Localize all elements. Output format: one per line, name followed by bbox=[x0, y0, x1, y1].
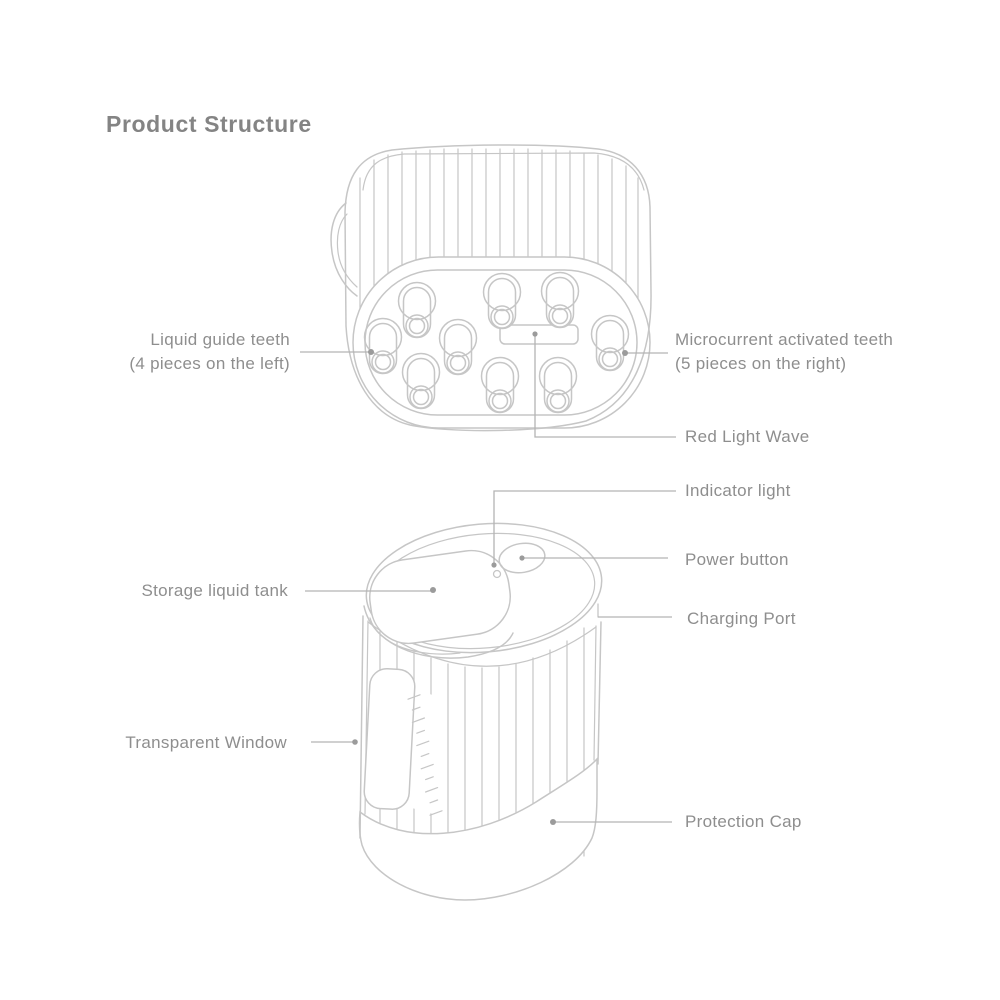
body-left-edge bbox=[359, 615, 364, 839]
side-view-drawing bbox=[358, 522, 603, 901]
storage-lid-shape bbox=[369, 549, 511, 645]
label-red-light-wave: Red Light Wave bbox=[685, 427, 810, 446]
label-liquid-guide-teeth: Liquid guide teeth (4 pieces on the left… bbox=[129, 330, 290, 373]
transparent-window-shape bbox=[363, 668, 416, 810]
label-transparent-window: Transparent Window bbox=[125, 733, 287, 752]
label-indicator-light: Indicator light bbox=[685, 481, 791, 500]
leader-indicator-light bbox=[493, 490, 676, 563]
body-right-edge bbox=[597, 621, 602, 765]
hanging-tab bbox=[330, 202, 358, 297]
label-charging-port: Charging Port bbox=[687, 609, 796, 628]
head-ribs bbox=[359, 148, 639, 336]
red-light-wave-slot bbox=[499, 324, 579, 345]
protection-cap-shape bbox=[358, 757, 598, 901]
leader-dots bbox=[352, 331, 628, 825]
head-silhouette bbox=[344, 144, 652, 432]
page-title: Product Structure bbox=[106, 111, 312, 137]
label-protection-cap: Protection Cap bbox=[685, 812, 802, 831]
label-storage-liquid-tank: Storage liquid tank bbox=[141, 581, 288, 600]
label-microcurrent-teeth: Microcurrent activated teeth (5 pieces o… bbox=[675, 330, 894, 373]
power-button-circle bbox=[498, 542, 546, 574]
leader-red-light-wave bbox=[534, 336, 676, 438]
leader-lines bbox=[300, 331, 676, 825]
head-inner-rim bbox=[362, 152, 645, 191]
indicator-led bbox=[492, 569, 502, 579]
label-power-button: Power button bbox=[685, 550, 789, 569]
top-view-drawing bbox=[330, 144, 652, 432]
measurement-ticks bbox=[407, 694, 443, 816]
